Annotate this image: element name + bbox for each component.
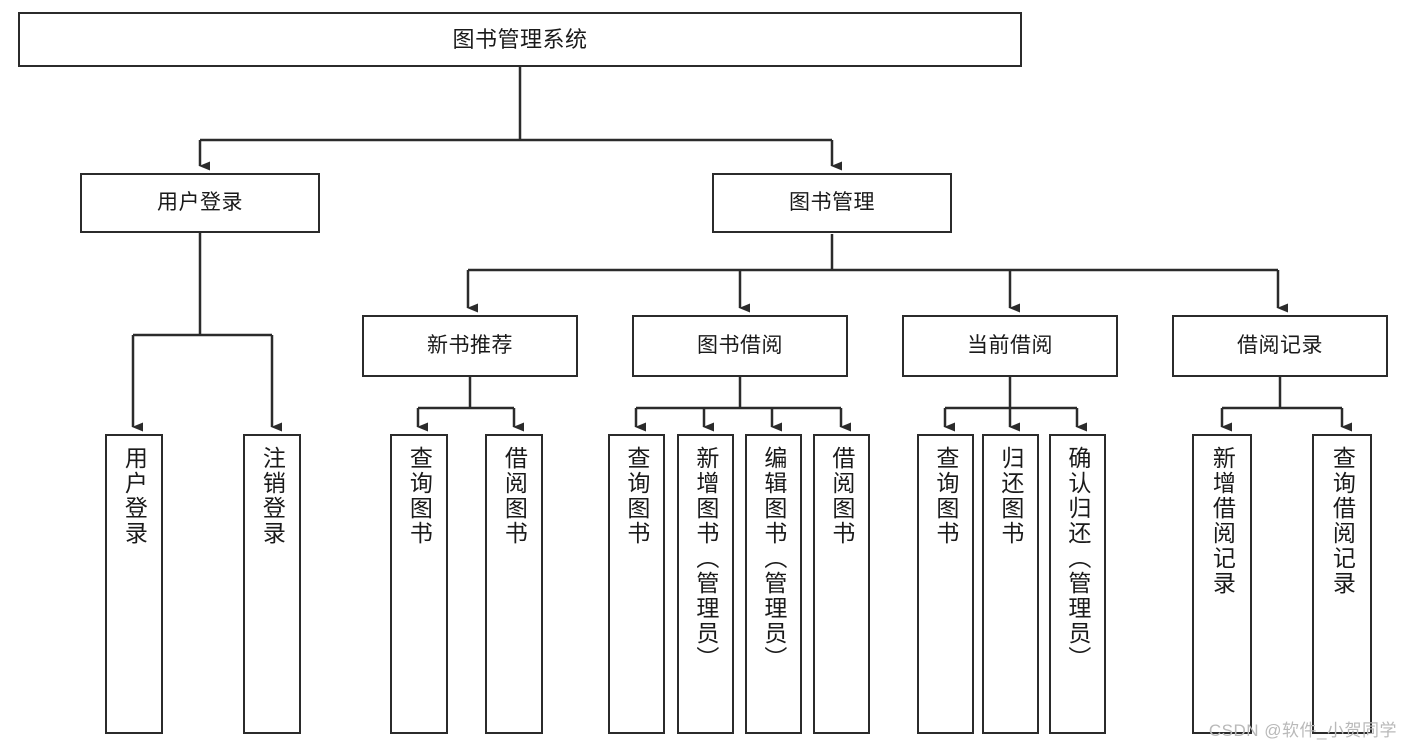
node-new-book-recommend[interactable]: 新书推荐 — [362, 315, 578, 377]
leaf-current-borrow-confirm-return[interactable]: 确认归还（管理员） — [1049, 434, 1106, 734]
node-label: 新书推荐 — [427, 333, 513, 357]
node-current-borrow[interactable]: 当前借阅 — [902, 315, 1118, 377]
node-label: 查询借阅记录 — [1329, 446, 1356, 596]
csdn-watermark: CSDN @软件_小贺同学 — [1208, 721, 1397, 740]
leaf-current-borrow-return[interactable]: 归还图书 — [982, 434, 1039, 734]
leaf-book-borrow-edit[interactable]: 编辑图书（管理员） — [745, 434, 802, 734]
node-label: 用户登录 — [121, 446, 148, 546]
node-label: 借阅记录 — [1237, 333, 1323, 357]
leaf-user-login-logout[interactable]: 注销登录 — [243, 434, 301, 734]
leaf-book-borrow-query[interactable]: 查询图书 — [608, 434, 665, 734]
leaf-book-borrow-borrow[interactable]: 借阅图书 — [813, 434, 870, 734]
leaf-current-borrow-query[interactable]: 查询图书 — [917, 434, 974, 734]
node-label: 图书管理 — [789, 190, 875, 214]
node-label: 借阅图书 — [828, 446, 855, 546]
node-book-borrow[interactable]: 图书借阅 — [632, 315, 848, 377]
node-label: 图书借阅 — [697, 333, 783, 357]
node-user-login[interactable]: 用户登录 — [80, 173, 320, 233]
leaf-new-book-borrow[interactable]: 借阅图书 — [485, 434, 543, 734]
leaf-book-borrow-add[interactable]: 新增图书（管理员） — [677, 434, 734, 734]
node-label: 新增图书（管理员） — [692, 446, 719, 671]
node-label: 确认归还（管理员） — [1064, 446, 1091, 671]
node-label: 借阅图书 — [501, 446, 528, 546]
node-label: 用户登录 — [157, 190, 243, 214]
leaf-new-book-query[interactable]: 查询图书 — [390, 434, 448, 734]
node-borrow-record[interactable]: 借阅记录 — [1172, 315, 1388, 377]
node-label: 归还图书 — [997, 446, 1024, 546]
node-label: 注销登录 — [259, 446, 286, 546]
node-book-management-system[interactable]: 图书管理系统 — [18, 12, 1022, 67]
node-label: 查询图书 — [932, 446, 959, 546]
node-label: 新增借阅记录 — [1209, 446, 1236, 596]
node-label: 编辑图书（管理员） — [760, 446, 787, 671]
node-book-management[interactable]: 图书管理 — [712, 173, 952, 233]
node-label: 当前借阅 — [967, 333, 1053, 357]
node-label: 查询图书 — [406, 446, 433, 546]
leaf-borrow-record-add[interactable]: 新增借阅记录 — [1192, 434, 1252, 734]
node-label: 查询图书 — [623, 446, 650, 546]
leaf-user-login-login[interactable]: 用户登录 — [105, 434, 163, 734]
leaf-borrow-record-query[interactable]: 查询借阅记录 — [1312, 434, 1372, 734]
node-label: 图书管理系统 — [452, 26, 588, 52]
